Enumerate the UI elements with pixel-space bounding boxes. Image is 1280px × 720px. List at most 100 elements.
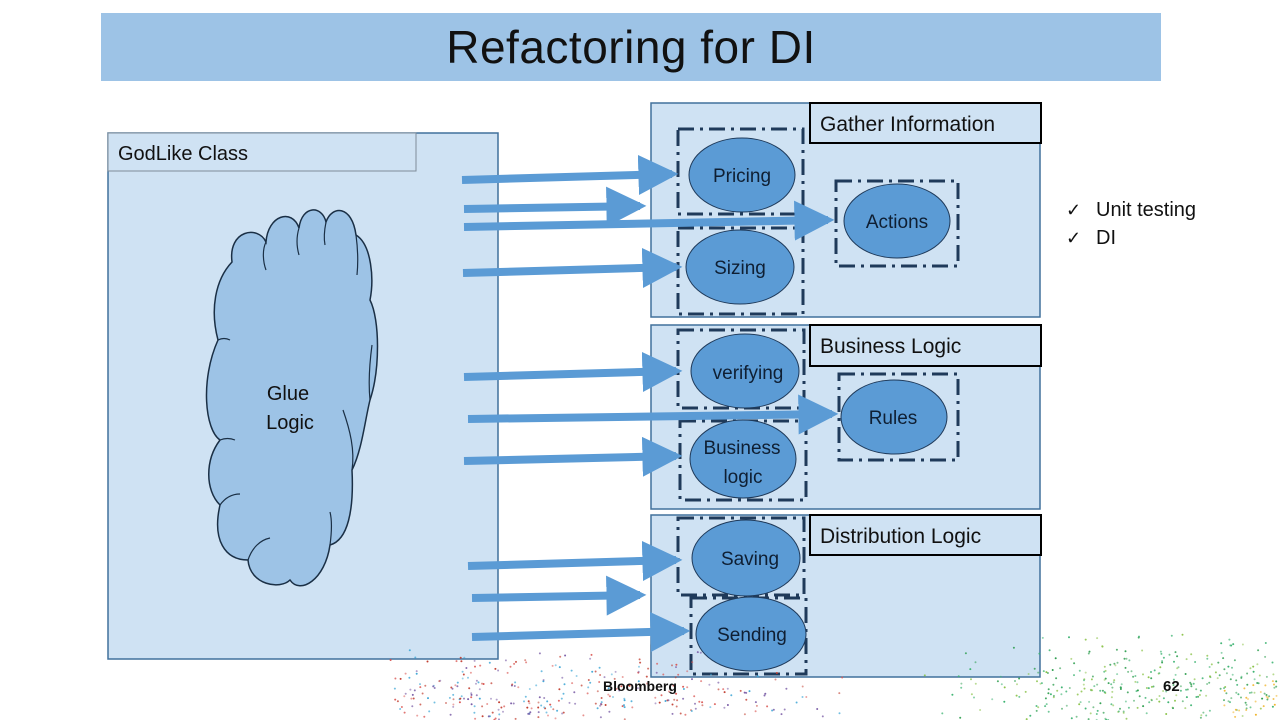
decorative-dot bbox=[1234, 708, 1237, 711]
decorative-dot bbox=[1089, 712, 1092, 715]
decorative-dot bbox=[1110, 703, 1113, 706]
decorative-dot bbox=[540, 704, 543, 707]
decorative-dot bbox=[1115, 648, 1118, 651]
decorative-dot bbox=[537, 711, 540, 714]
decorative-dot bbox=[1261, 697, 1264, 700]
decorative-dot bbox=[1174, 651, 1177, 654]
decorative-dot bbox=[1273, 703, 1276, 706]
decorative-dot bbox=[488, 661, 491, 664]
decorative-dot bbox=[473, 711, 476, 714]
decorative-dot bbox=[1220, 642, 1223, 645]
decorative-dot bbox=[1127, 670, 1130, 673]
decorative-dot bbox=[1256, 682, 1259, 684]
decorative-dot bbox=[470, 696, 473, 699]
decorative-dot bbox=[713, 703, 716, 706]
decorative-dot bbox=[1122, 710, 1125, 713]
decorative-dot bbox=[400, 706, 403, 708]
decorative-dot bbox=[1095, 713, 1098, 715]
decorative-dot bbox=[1049, 693, 1052, 696]
decorative-dot bbox=[1192, 682, 1195, 685]
decorative-dot bbox=[1093, 685, 1096, 688]
decorative-dot bbox=[1119, 707, 1121, 710]
decorative-dot bbox=[1116, 673, 1119, 676]
decorative-dot bbox=[696, 651, 699, 654]
node-business-logic: Business logic bbox=[689, 419, 797, 499]
decorative-dot bbox=[467, 676, 469, 679]
decorative-dot bbox=[1065, 690, 1068, 693]
decorative-dot bbox=[1263, 692, 1266, 695]
decorative-dot bbox=[452, 705, 455, 708]
decorative-dot bbox=[1243, 687, 1246, 690]
decorative-dot bbox=[1229, 678, 1232, 681]
decorative-dot bbox=[620, 685, 623, 688]
decorative-dot bbox=[623, 697, 626, 700]
decorative-dot bbox=[1045, 703, 1048, 706]
decorative-dot bbox=[676, 699, 679, 702]
decorative-dot bbox=[470, 703, 473, 706]
decorative-dot bbox=[1082, 683, 1085, 686]
decorative-dot bbox=[1047, 692, 1050, 695]
decorative-dot bbox=[1102, 711, 1105, 714]
decorative-dot bbox=[529, 711, 532, 714]
decorative-dot bbox=[1199, 716, 1202, 719]
decorative-dot bbox=[1252, 684, 1255, 687]
decorative-dot bbox=[1170, 634, 1173, 637]
decorative-dot bbox=[1264, 642, 1267, 644]
decorative-dot bbox=[693, 695, 696, 698]
decorative-dot bbox=[557, 699, 560, 702]
decorative-dot bbox=[1165, 690, 1168, 693]
decorative-dot bbox=[1217, 661, 1220, 664]
decorative-dot bbox=[1195, 696, 1198, 698]
decorative-dot bbox=[726, 687, 729, 690]
decorative-dot bbox=[513, 662, 516, 665]
decorative-dot bbox=[1073, 662, 1076, 665]
decorative-dot bbox=[1197, 695, 1200, 698]
decorative-dot bbox=[1271, 661, 1274, 664]
decorative-dot bbox=[1249, 667, 1252, 670]
decorative-dot bbox=[1223, 704, 1226, 707]
decorative-dot bbox=[573, 691, 576, 694]
decorative-dot bbox=[599, 716, 602, 719]
decorative-dot bbox=[1104, 677, 1107, 680]
decorative-dot bbox=[409, 688, 412, 691]
decorative-dot-pattern bbox=[389, 633, 1278, 720]
decorative-dot bbox=[512, 702, 515, 705]
decorative-dot bbox=[654, 696, 657, 699]
decorative-dot bbox=[1202, 711, 1205, 714]
decorative-dot bbox=[513, 685, 516, 687]
group-title: Distribution Logic bbox=[820, 525, 981, 548]
decorative-dot bbox=[1078, 669, 1081, 672]
decorative-dot bbox=[1271, 705, 1274, 708]
decorative-dot bbox=[1181, 633, 1184, 636]
decorative-dot bbox=[1044, 705, 1047, 708]
decorative-dot bbox=[612, 696, 614, 698]
decorative-dot bbox=[1250, 691, 1253, 694]
decorative-dot bbox=[1059, 667, 1062, 670]
decorative-dot bbox=[580, 684, 583, 687]
decorative-dot bbox=[598, 666, 601, 669]
decorative-dot bbox=[1142, 705, 1145, 708]
decorative-dot bbox=[743, 713, 746, 716]
decorative-dot bbox=[701, 701, 704, 704]
decorative-dot bbox=[1035, 709, 1038, 712]
decorative-dot bbox=[1041, 636, 1044, 639]
decorative-dot bbox=[510, 702, 513, 705]
decorative-dot bbox=[1253, 691, 1256, 694]
decorative-dot bbox=[783, 708, 786, 711]
decorative-dot bbox=[1162, 697, 1165, 700]
decorative-dot bbox=[481, 682, 483, 685]
decorative-dot bbox=[1113, 679, 1116, 682]
decorative-dot bbox=[690, 710, 693, 712]
actions-interface-box bbox=[834, 179, 960, 268]
decorative-dot bbox=[618, 689, 621, 692]
decorative-dot bbox=[469, 671, 472, 674]
decorative-dot bbox=[1061, 707, 1063, 710]
decorative-dot bbox=[1223, 689, 1226, 692]
decorative-dot bbox=[470, 692, 473, 695]
decorative-dot bbox=[1083, 687, 1086, 690]
decorative-dot bbox=[514, 681, 517, 684]
decorative-dot bbox=[432, 685, 435, 688]
decorative-dot bbox=[672, 684, 675, 687]
decorative-dot bbox=[1223, 699, 1225, 702]
decorative-dot bbox=[699, 651, 702, 654]
